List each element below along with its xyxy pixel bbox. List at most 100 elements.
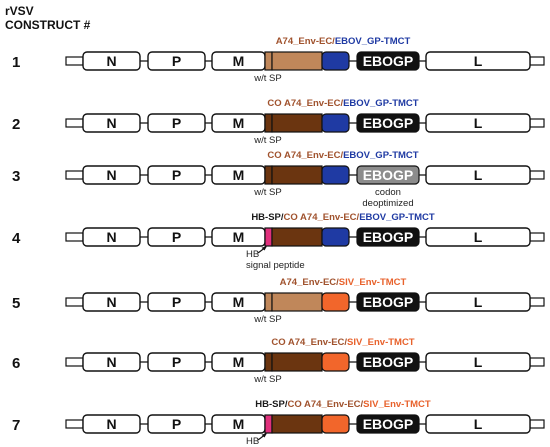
gene-n xyxy=(82,165,141,185)
signal-peptide-arrowhead xyxy=(261,246,267,251)
signal-peptide-segment xyxy=(264,352,273,372)
tmct-domain xyxy=(321,352,350,372)
construct-label-segment: EBOV_GP-TMCT xyxy=(343,98,419,109)
gene-m-label: M xyxy=(233,167,245,183)
gene-n-label: N xyxy=(106,294,116,310)
header-line-2: CONSTRUCT # xyxy=(5,18,91,32)
gene-p-label: P xyxy=(172,354,181,370)
construct-note: HB xyxy=(246,436,259,447)
trailer-segment xyxy=(529,419,545,429)
gene-m-label: M xyxy=(233,229,245,245)
env-ectodomain xyxy=(271,227,323,247)
gene-l xyxy=(425,113,531,133)
construct-label: CO A74_Env-EC/SIV_Env-TMCT xyxy=(271,337,414,348)
construct-note: signal peptide xyxy=(246,260,305,271)
leader-segment xyxy=(65,357,84,367)
gene-l xyxy=(425,352,531,372)
construct-label-segment: EBOV_GP-TMCT xyxy=(359,212,435,223)
gene-p-label: P xyxy=(172,294,181,310)
gene-n-label: N xyxy=(106,416,116,432)
gene-l-label: L xyxy=(474,167,483,183)
tmct-domain xyxy=(321,113,350,133)
construct-number: 3 xyxy=(12,168,20,185)
signal-peptide-segment xyxy=(264,113,273,133)
construct-label: HB-SP/CO A74_Env-EC/SIV_Env-TMCT xyxy=(255,399,431,410)
construct-number: 5 xyxy=(12,295,20,312)
construct-label: HB-SP/CO A74_Env-EC/EBOV_GP-TMCT xyxy=(251,212,435,223)
gene-p xyxy=(147,292,206,312)
tmct-domain xyxy=(321,414,350,434)
header-line-1: rVSV xyxy=(5,4,34,18)
construct-label-segment: SIV_Env-TMCT xyxy=(347,337,415,348)
construct-label-segment: A74_Env-EC/ xyxy=(280,277,339,288)
gene-m-label: M xyxy=(233,354,245,370)
construct-number: 4 xyxy=(12,230,21,247)
gene-n xyxy=(82,414,141,434)
tmct-domain xyxy=(321,165,350,185)
signal-peptide-segment xyxy=(264,165,273,185)
construct-note: w/t SP xyxy=(253,135,281,146)
env-ectodomain xyxy=(271,165,323,185)
construct-label-segment: A74_Env-EC/ xyxy=(276,36,335,47)
gene-l-label: L xyxy=(474,115,483,131)
trailer-segment xyxy=(529,357,545,367)
env-ectodomain xyxy=(271,113,323,133)
gene-l xyxy=(425,292,531,312)
gene-l-label: L xyxy=(474,294,483,310)
env-ectodomain xyxy=(271,414,323,434)
trailer-segment xyxy=(529,118,545,128)
tmct-domain xyxy=(321,292,350,312)
construct-note: w/t SP xyxy=(253,374,281,385)
gene-n-label: N xyxy=(106,53,116,69)
gene-n xyxy=(82,51,141,71)
tmct-domain xyxy=(321,227,350,247)
construct-label: A74_Env-EC/SIV_Env-TMCT xyxy=(280,277,407,288)
signal-peptide-segment xyxy=(264,51,273,71)
gene-n xyxy=(82,292,141,312)
gene-p xyxy=(147,227,206,247)
construct-label: A74_Env-EC/EBOV_GP-TMCT xyxy=(276,36,411,47)
gene-ebogp xyxy=(356,227,420,247)
signal-peptide-arrowhead xyxy=(261,433,267,438)
construct-label-segment: EBOV_GP-TMCT xyxy=(335,36,411,47)
trailer-segment xyxy=(529,170,545,180)
gene-p xyxy=(147,165,206,185)
env-ectodomain xyxy=(271,51,323,71)
gene-n xyxy=(82,113,141,133)
construct-number: 7 xyxy=(12,417,20,434)
gene-ebogp xyxy=(356,292,420,312)
signal-peptide-segment xyxy=(264,292,273,312)
leader-segment xyxy=(65,170,84,180)
trailer-segment xyxy=(529,297,545,307)
gene-n-label: N xyxy=(106,167,116,183)
construct-label-segment: CO A74_Env-EC/ xyxy=(267,98,343,109)
gene-p-label: P xyxy=(172,115,181,131)
gene-n xyxy=(82,227,141,247)
trailer-segment xyxy=(529,56,545,66)
leader-segment xyxy=(65,118,84,128)
signal-peptide-segment xyxy=(264,227,273,247)
gene-ebogp xyxy=(356,352,420,372)
construct-note: w/t SP xyxy=(253,187,281,198)
signal-peptide-segment xyxy=(264,414,273,434)
gene-p-label: P xyxy=(172,416,181,432)
construct-label-segment: HB-SP/ xyxy=(251,212,284,223)
gene-ebogp-label: EBOGP xyxy=(363,229,414,245)
gene-p xyxy=(147,51,206,71)
gene-ebogp-label: EBOGP xyxy=(363,167,414,183)
gene-ebogp-label: EBOGP xyxy=(363,115,414,131)
gene-ebogp xyxy=(356,414,420,434)
construct-label-segment: CO A74_Env-EC/ xyxy=(284,212,360,223)
gene-n-label: N xyxy=(106,115,116,131)
gene-p xyxy=(147,352,206,372)
env-ectodomain xyxy=(271,292,323,312)
leader-segment xyxy=(65,56,84,66)
